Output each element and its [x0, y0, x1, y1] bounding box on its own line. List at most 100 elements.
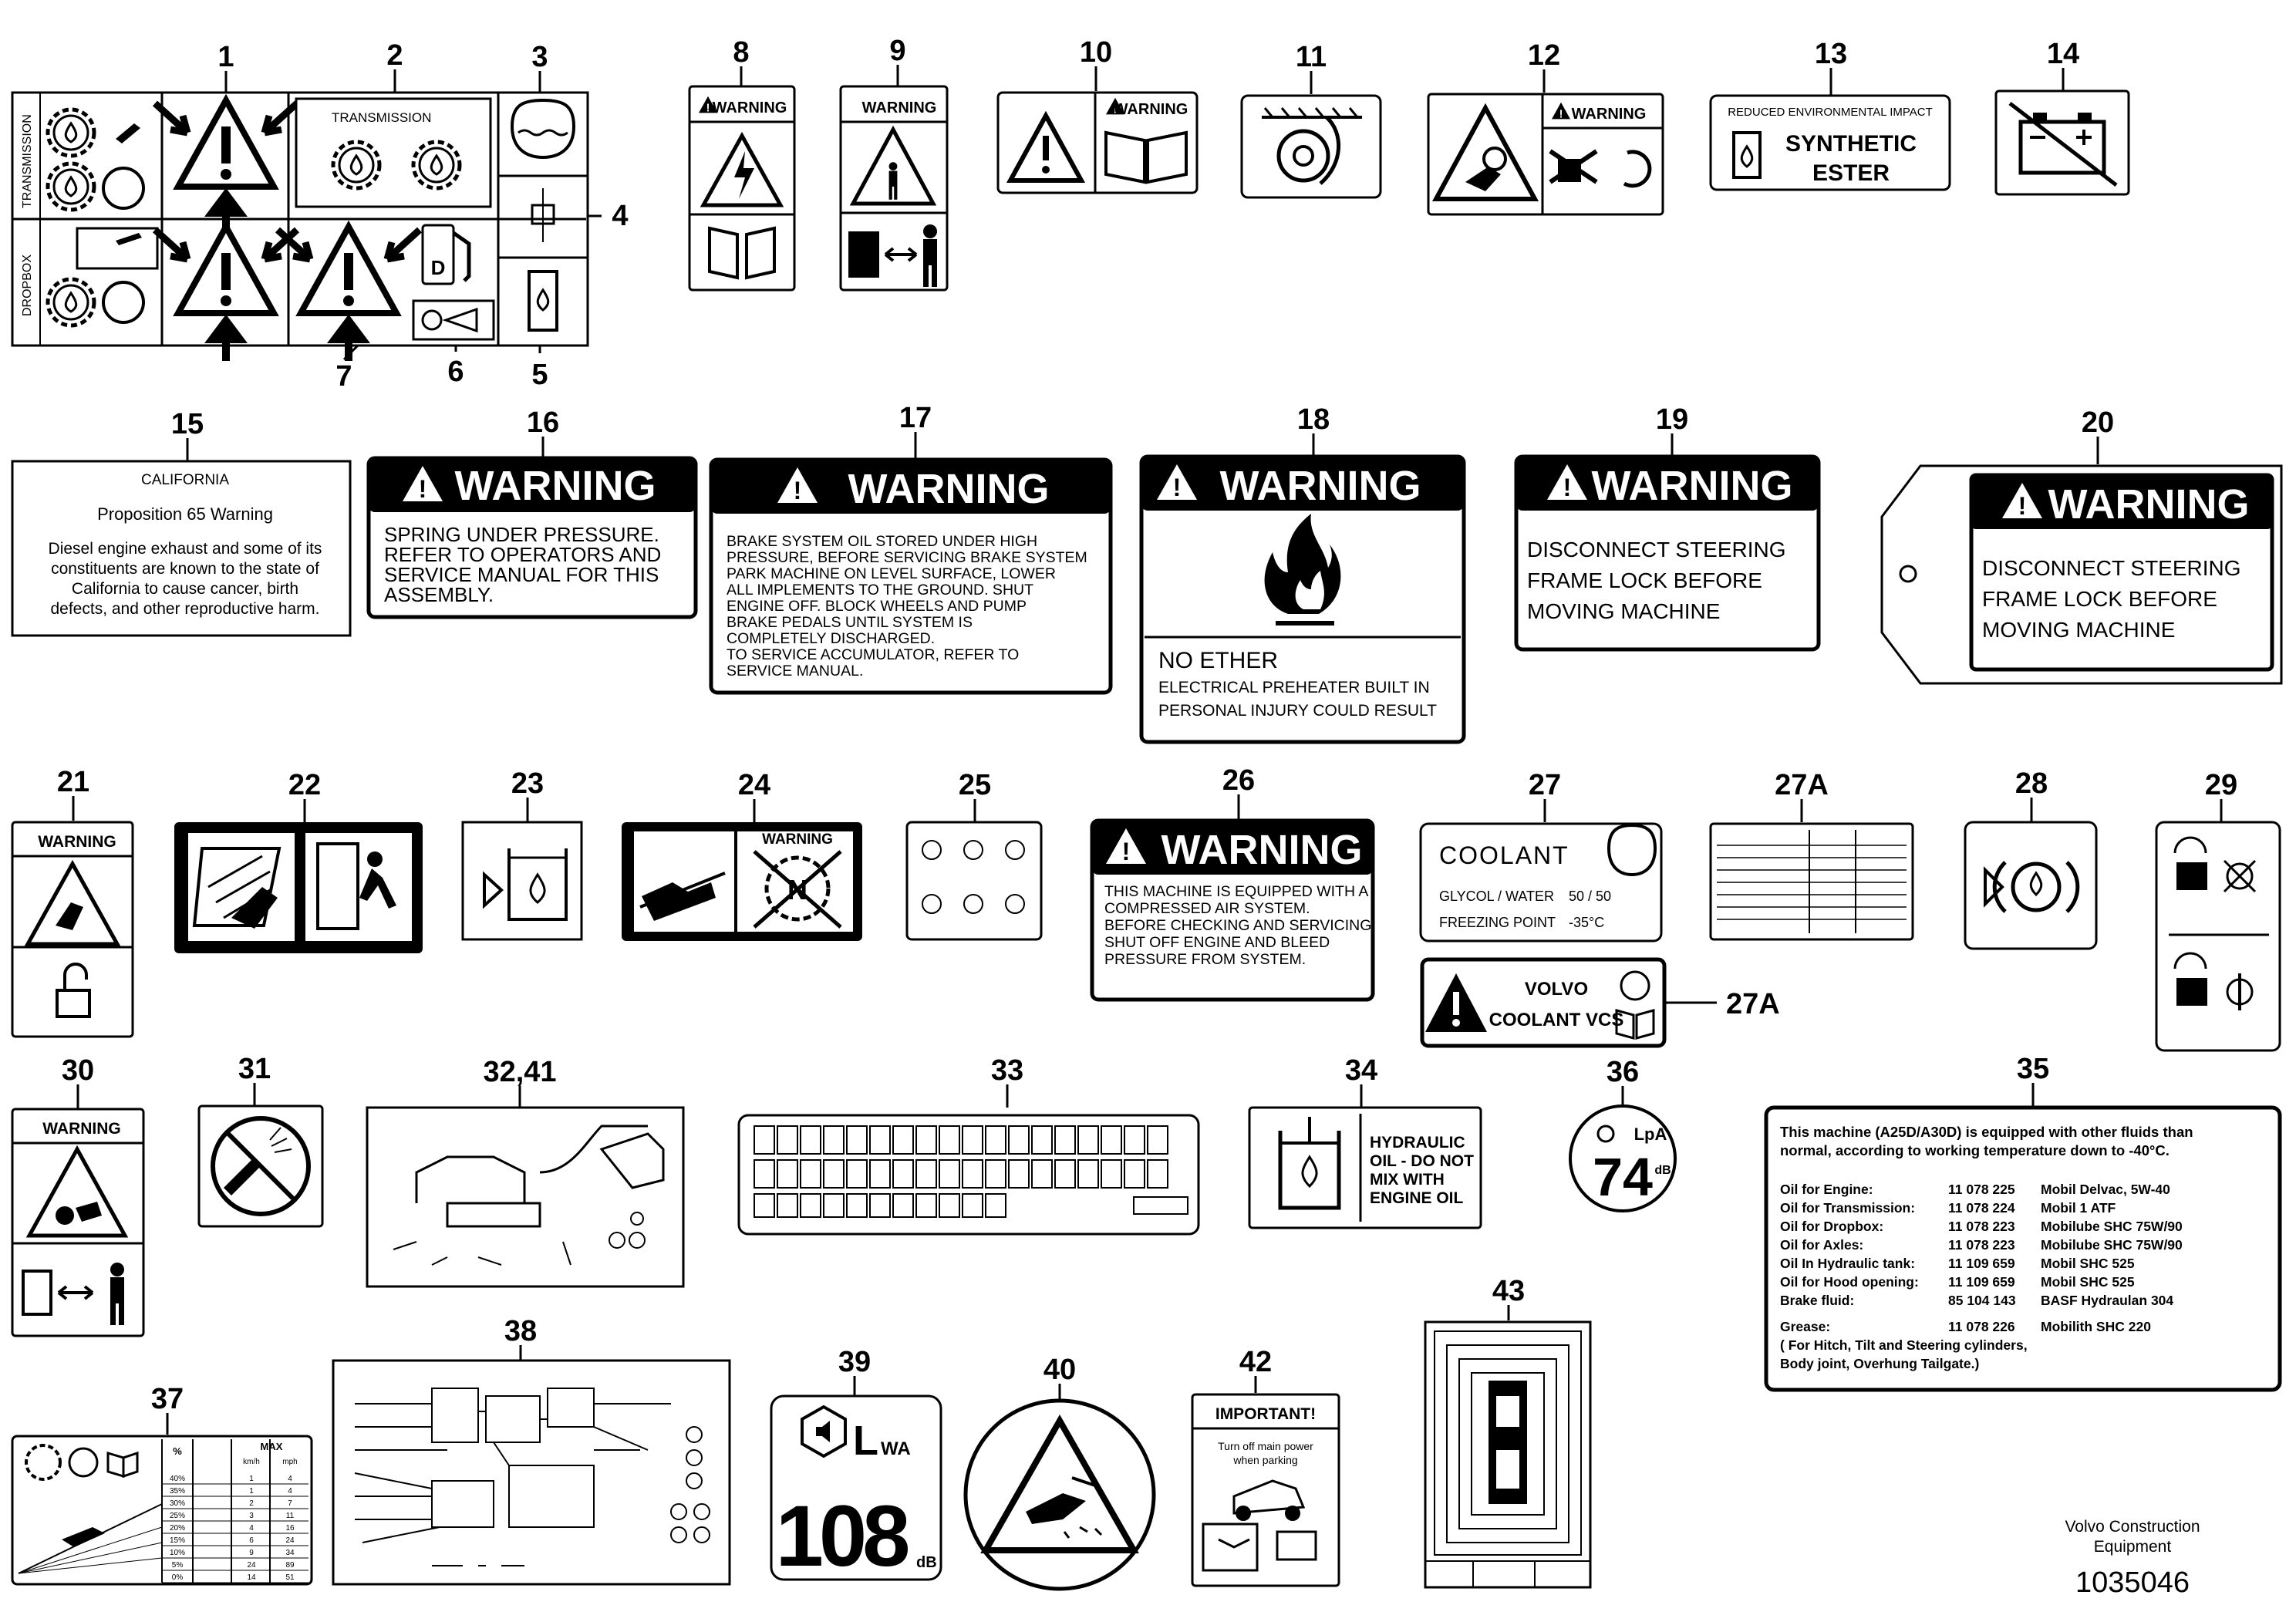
decal-27a: VOLVO COOLANT VCS — [1420, 957, 1667, 1048]
decal-9: WARNING — [839, 85, 949, 292]
decal43-line: Turn off main power — [1218, 1440, 1313, 1452]
decal36-part-number: 11 078 224 — [1948, 1200, 2015, 1216]
decal34-cell — [1077, 1159, 1099, 1189]
callout-2: 2 — [386, 39, 403, 72]
warning-word: WARNING — [2048, 481, 2250, 528]
dipstick-icon — [116, 233, 142, 245]
decal36-note: ( For Hitch, Tilt and Steering cylinders… — [1780, 1337, 2028, 1353]
callout-27: 27 — [1529, 769, 1561, 801]
callout-10: 10 — [1080, 36, 1112, 69]
decal27a-line1: VOLVO — [1525, 979, 1588, 1000]
tag-hole — [1899, 565, 1917, 583]
decal34-cell — [1054, 1159, 1076, 1189]
callout-21: 21 — [57, 766, 89, 798]
decal-43: IMPORTANT! Turn off main power when park… — [1191, 1393, 1340, 1587]
svg-text:!: ! — [2018, 492, 2027, 520]
fuel-nozzle-icon — [452, 231, 471, 282]
decal34-cell — [777, 1193, 798, 1218]
decal38-kmh: 1 — [249, 1487, 254, 1496]
decal36-intro: normal, according to working temperature… — [1780, 1142, 2170, 1158]
filter-icon — [102, 167, 145, 210]
decal34-cell — [939, 1125, 960, 1155]
decal-44 — [1424, 1320, 1592, 1589]
decal34-cell — [800, 1159, 821, 1189]
decal-11 — [1240, 94, 1382, 199]
callout-39: 38 — [504, 1315, 537, 1347]
decal13-line2: ESTER — [1812, 160, 1890, 186]
decal38-grade: 25% — [170, 1512, 185, 1520]
callout-28: 27A — [1775, 769, 1829, 801]
manual-book-icon — [1104, 130, 1188, 184]
decal40-db: dB — [916, 1554, 937, 1571]
decal34-cell — [915, 1159, 937, 1189]
decal36-fluid-label: Oil for Transmission: — [1780, 1200, 1915, 1216]
decal26-line: THIS MACHINE IS EQUIPPED WITH A — [1104, 883, 1368, 900]
callout-40: 39 — [838, 1346, 871, 1378]
battery-icon — [1276, 1530, 1317, 1561]
decal40-unit: L — [853, 1418, 878, 1464]
decal-10: WARNING — [996, 91, 1199, 194]
decal34-cell — [915, 1125, 937, 1155]
decal-26: ! WARNING THIS MACHINE IS EQUIPPED WITH … — [1090, 818, 1376, 1002]
decal37-unit: LpA — [1634, 1125, 1667, 1144]
decal17-line: ENGINE OFF. BLOCK WHEELS AND PUMP — [727, 598, 1027, 615]
decal36-product: BASF Hydraulan 304 — [2041, 1293, 2173, 1308]
callout-12: 12 — [1528, 39, 1560, 72]
decal34-cell — [892, 1125, 914, 1155]
filter-icon — [102, 281, 145, 324]
decal34-cell — [823, 1159, 845, 1189]
callout-29: 28 — [2015, 767, 2048, 800]
decal19-line: DISCONNECT STEERING — [1527, 538, 1786, 561]
decal27-row2-value: -35°C — [1569, 915, 1604, 930]
svg-text:!: ! — [1563, 474, 1572, 501]
warning-word: WARNING — [455, 463, 656, 509]
decal38-mph: 16 — [285, 1524, 295, 1533]
decal34-cell — [1124, 1125, 1145, 1155]
decal-12: WARNING — [1427, 93, 1664, 216]
decal34-cell — [777, 1159, 798, 1189]
decal34-cell — [892, 1193, 914, 1218]
callout-8: 8 — [733, 36, 749, 69]
rotation-icon — [1623, 150, 1652, 188]
decal34-cell — [1008, 1159, 1030, 1189]
decal26-line: PRESSURE FROM SYSTEM. — [1104, 951, 1306, 968]
decal17-line: TO SERVICE ACCUMULATOR, REFER TO — [727, 646, 1019, 663]
callout-23: 23 — [511, 767, 544, 800]
decal34-cell — [869, 1193, 891, 1218]
decal38-grade: 30% — [170, 1499, 185, 1508]
callout-18: 18 — [1297, 403, 1330, 436]
decal36-fluid-label: Brake fluid: — [1780, 1293, 1854, 1308]
decal-30 — [2155, 821, 2281, 1052]
manual-book-icon — [1615, 1009, 1655, 1040]
decal34-cell — [985, 1125, 1006, 1155]
main-switch-icon — [1202, 1523, 1259, 1572]
decal17-line: BRAKE PEDALS UNTIL SYSTEM IS — [727, 614, 973, 631]
decal34-cell — [846, 1193, 868, 1218]
decal34-cell — [800, 1125, 821, 1155]
decal36-fluid-label: Oil for Hood opening: — [1780, 1274, 1919, 1290]
decal-13: REDUCED ENVIRONMENTAL IMPACT SYNTHETIC E… — [1709, 94, 1951, 191]
label2-title: TRANSMISSION — [332, 110, 431, 125]
decal-29 — [1964, 821, 2098, 950]
level-sight-icon — [531, 204, 555, 225]
callout-6: 6 — [447, 356, 464, 388]
decal40-sub: WA — [881, 1438, 911, 1459]
callout-38: 37 — [151, 1383, 184, 1415]
hose-reel-icon — [1276, 129, 1330, 183]
callout-36: 35 — [2017, 1053, 2049, 1085]
valve-icon — [483, 871, 504, 909]
warning-word: WARNING — [762, 831, 833, 848]
callout-35: 34 — [1345, 1054, 1377, 1087]
decal27a-line2: COOLANT VCS — [1489, 1010, 1624, 1030]
decal34-cell — [962, 1193, 983, 1218]
decal38-mph: 24 — [285, 1536, 295, 1545]
oil-tank-icon — [1278, 1131, 1341, 1210]
